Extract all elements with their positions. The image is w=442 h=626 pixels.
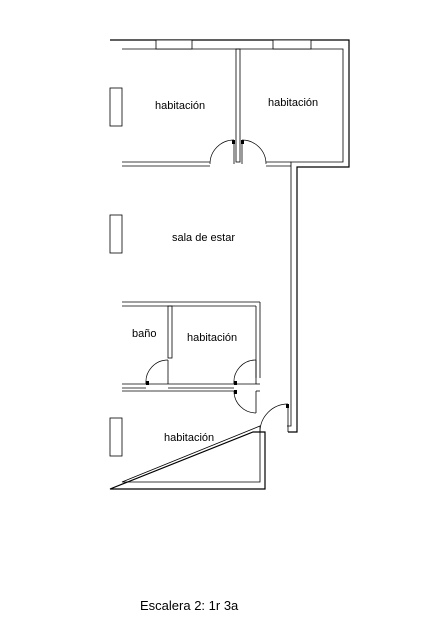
window-left-2 bbox=[109, 214, 123, 254]
room-label-habitacion-middle: habitación bbox=[187, 332, 237, 344]
windows bbox=[109, 39, 312, 457]
room-label-habitacion-bottom: habitación bbox=[164, 432, 214, 444]
room-label-sala: sala de estar bbox=[172, 232, 235, 244]
door-habitacion-middle bbox=[233, 359, 257, 385]
window-left-3 bbox=[109, 417, 123, 457]
doors bbox=[145, 139, 289, 433]
door-top-right bbox=[241, 139, 267, 165]
window-left-1 bbox=[109, 87, 123, 127]
door-entrance bbox=[259, 403, 289, 433]
room-label-habitacion-top-right: habitación bbox=[268, 97, 318, 109]
room-label-habitacion-top-left: habitación bbox=[155, 100, 205, 112]
door-bano bbox=[145, 359, 169, 385]
window-top-right bbox=[272, 39, 312, 50]
door-top-left bbox=[209, 139, 235, 165]
door-habitacion-bottom bbox=[233, 390, 257, 414]
plan-caption: Escalera 2: 1r 3a bbox=[140, 598, 239, 613]
room-label-bano: baño bbox=[132, 328, 156, 340]
window-top-left bbox=[155, 39, 193, 50]
interior-walls bbox=[122, 48, 291, 392]
